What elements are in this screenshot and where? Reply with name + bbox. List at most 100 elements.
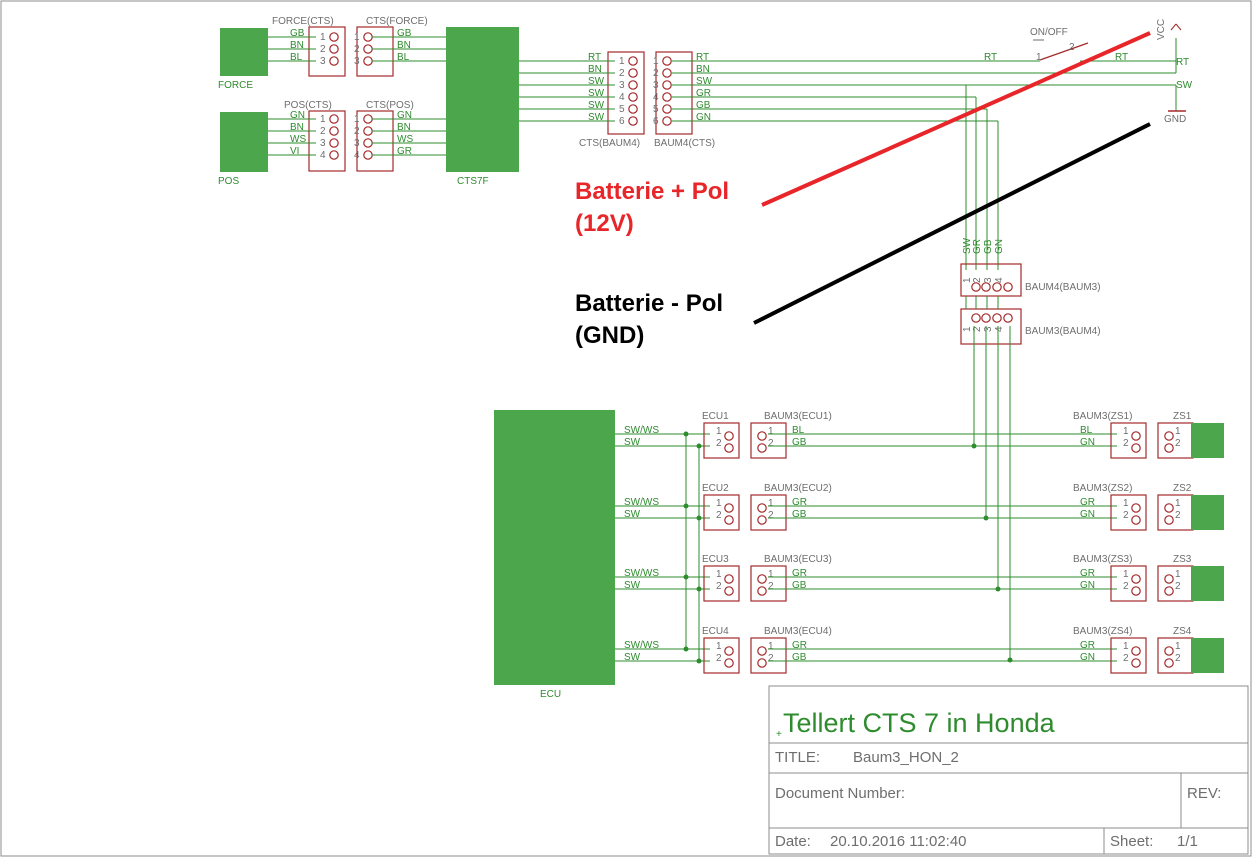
cts-baum4-connector-pin (628, 116, 638, 126)
ignition-coil-block (1191, 566, 1224, 601)
rt-right-label: RT (1115, 52, 1128, 63)
document-number-label: Document Number: (775, 785, 905, 802)
ignition-coil-block (1191, 423, 1224, 458)
zs-connector-pin-number: 1 (1175, 426, 1181, 437)
baum3-zs-pin (1131, 646, 1141, 656)
junction-dot (683, 503, 689, 509)
junction-dot (696, 515, 702, 521)
vcc-arrow (1170, 23, 1177, 31)
baum4-cts-connector-pin-number: 4 (653, 92, 659, 103)
cts-baum4-connector-pin-number: 6 (619, 116, 625, 127)
cts-pos-connector-pin-number: 3 (354, 138, 360, 149)
baum3-zs-pin-number: 1 (1123, 569, 1129, 580)
cts-baum4-connector-pin-number: 1 (619, 56, 625, 67)
baum3-ecu-label: BAUM3(ECU1) (764, 411, 832, 422)
baum3-ecu-pin-number: 2 (768, 510, 774, 521)
battery-minus-label-1: Batterie - Pol (575, 290, 723, 317)
baum4-wire-label: RT (588, 52, 601, 63)
baum3-ecu-pin (757, 586, 767, 596)
baum4-cts-connector-box (655, 51, 693, 135)
baum3-baum4-label: BAUM3(BAUM4) (1025, 326, 1101, 337)
gnd-label: GND (1164, 114, 1186, 125)
pos-cts-connector-box (308, 110, 346, 172)
zs-wire-label: GN (1080, 652, 1095, 663)
pos-module[interactable] (220, 112, 268, 172)
ecu-wire-label: SW (624, 437, 641, 448)
cts-force-connector-box (356, 26, 394, 77)
ecu-connector-pin-number: 2 (716, 581, 722, 592)
ecu-connector-label: ECU2 (702, 483, 729, 494)
baum4-baum3-pin-number: 4 (994, 277, 1005, 283)
baum3-ecu-pin (757, 443, 767, 453)
baum4-connectors: 123456CTS(BAUM4)123456BAUM4(CTS)RTBNSWSW… (519, 51, 1176, 149)
cts-baum4-connector-pin (628, 80, 638, 90)
zs-connector-label: ZS4 (1173, 626, 1192, 637)
cts-baum4-connector-pin (628, 92, 638, 102)
force-cts-connector-pin (329, 44, 339, 54)
revision-label: REV: (1187, 785, 1221, 802)
cts-force-connector-pin (363, 32, 373, 42)
ecu-connector-label: ECU3 (702, 554, 729, 565)
pos-out-wire-label: WS (397, 134, 413, 145)
junction-dot (683, 574, 689, 580)
baum4-cts-connector-pin-number: 3 (653, 80, 659, 91)
zs-connector-label: ZS3 (1173, 554, 1192, 565)
cts-force-connector-pin-number: 1 (354, 32, 360, 43)
sheet-label: Sheet: (1110, 833, 1153, 850)
ecu-module[interactable] (494, 410, 615, 685)
baum4-baum3-pin (971, 282, 981, 292)
zs-connector-pin (1164, 586, 1174, 596)
baum4-wire-label: SW (588, 88, 605, 99)
pos-cts-connector-pin-number: 2 (320, 126, 326, 137)
baum3-ecu-box (750, 494, 787, 531)
ecu-connector-pin-number: 2 (716, 653, 722, 664)
baum4-baum3-pin-number: 2 (972, 277, 983, 283)
force-wire-label: BN (290, 40, 304, 51)
baum4-wire-label: SW (588, 100, 605, 111)
cts-pos-connector-box (356, 110, 394, 172)
zs-connector-pin-number: 2 (1175, 510, 1181, 521)
baum3-zs-label: BAUM3(ZS4) (1073, 626, 1132, 637)
baum3-ecu-box (750, 565, 787, 602)
junction-dot (983, 515, 989, 521)
battery-plus-label-2: (12V) (575, 210, 634, 237)
baum4-baum3-pin-number: 1 (962, 277, 973, 283)
cts7f-module[interactable] (446, 27, 519, 172)
baum3-zs-pin-number: 1 (1123, 498, 1129, 509)
baum4-baum3-pin (992, 282, 1002, 292)
ecu-connector-label: ECU1 (702, 411, 729, 422)
cts-pos-connector-pin-number: 2 (354, 126, 360, 137)
pos-module-label: POS (218, 176, 239, 187)
switch-pin-number: 2 (1069, 42, 1075, 53)
pos-cts-connector-pin (329, 138, 339, 148)
force-module[interactable] (220, 28, 268, 76)
title-block: + Tellert CTS 7 in Honda TITLE: Baum3_HO… (768, 685, 1249, 855)
baum4-right-label: GR (696, 88, 711, 99)
pos-wire-label: WS (290, 134, 306, 145)
force-cts-connector-label: FORCE(CTS) (272, 16, 334, 27)
baum3-ecu-pin-number: 1 (768, 426, 774, 437)
pos-cts-connector-label: POS(CTS) (284, 100, 332, 111)
zs-connector-pin (1164, 443, 1174, 453)
baum3-baum4-pin (1003, 313, 1013, 323)
zs-connector-pin (1164, 431, 1174, 441)
ecu-connector-pin-number: 2 (716, 510, 722, 521)
baum3-zs-box (1110, 565, 1147, 602)
baum3-zs-label: BAUM3(ZS1) (1073, 411, 1132, 422)
baum3-ecu-label: BAUM3(ECU2) (764, 483, 832, 494)
baum4-baum3-pin-number: 3 (983, 277, 994, 283)
baum4-cts-connector-pin (662, 68, 672, 78)
baum3-baum4-pin-number: 2 (972, 326, 983, 332)
ecu-connector-box (703, 565, 740, 602)
baum3-zs-pin (1131, 658, 1141, 668)
force-cts-connector-pin (329, 56, 339, 66)
baum3-zs-pin-number: 2 (1123, 510, 1129, 521)
force-wire-label: GB (290, 28, 305, 39)
svg-text:+: + (776, 729, 782, 740)
cts-baum4-connector-pin (628, 56, 638, 66)
baum3-ecu-box (750, 637, 787, 674)
cts-baum4-connector-pin-number: 2 (619, 68, 625, 79)
